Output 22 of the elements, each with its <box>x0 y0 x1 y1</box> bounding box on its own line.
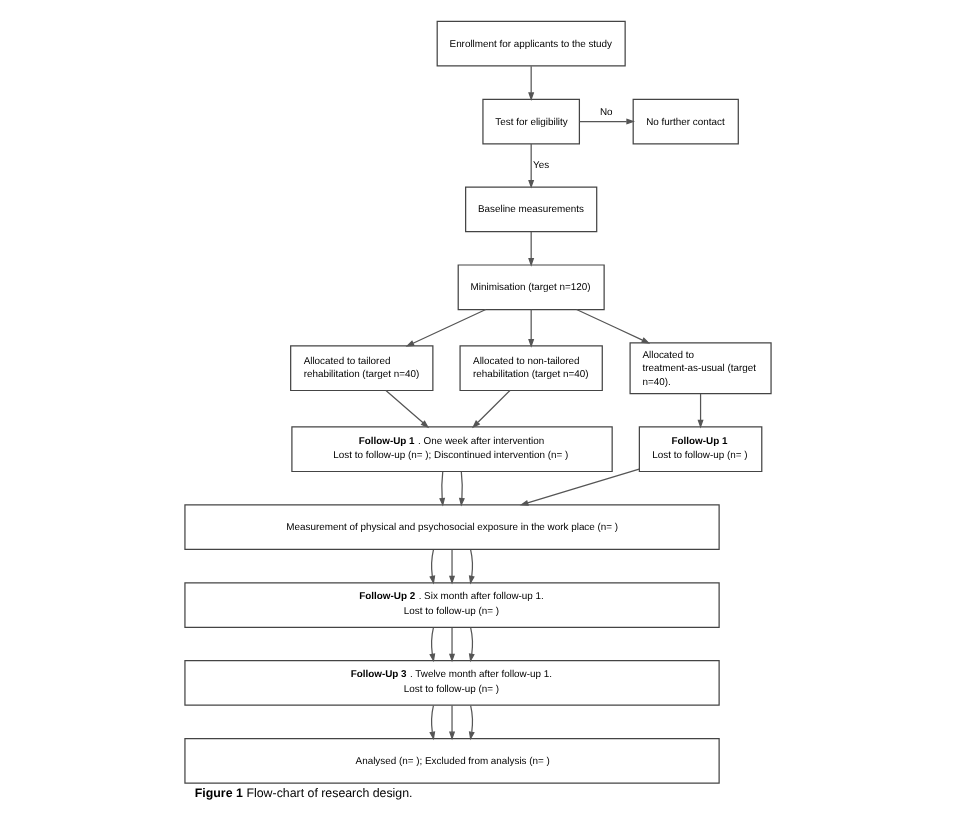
arrow <box>575 308 651 344</box>
arrow <box>519 468 640 506</box>
arrow <box>528 308 535 348</box>
arrow <box>528 231 535 267</box>
arrow <box>468 627 475 663</box>
arrow <box>385 389 430 429</box>
arrow <box>429 704 436 741</box>
arrow <box>449 549 456 585</box>
arrow <box>697 393 704 429</box>
arrow <box>528 143 535 189</box>
arrow <box>468 549 475 585</box>
arrow <box>471 389 511 429</box>
arrow <box>429 549 436 585</box>
arrow <box>449 704 456 741</box>
arrow <box>579 118 635 125</box>
arrow <box>528 65 535 101</box>
arrow <box>449 627 456 663</box>
arrow <box>429 627 436 663</box>
arrow <box>405 308 487 347</box>
arrow <box>458 471 465 507</box>
arrow <box>468 704 475 741</box>
arrow <box>439 471 446 507</box>
